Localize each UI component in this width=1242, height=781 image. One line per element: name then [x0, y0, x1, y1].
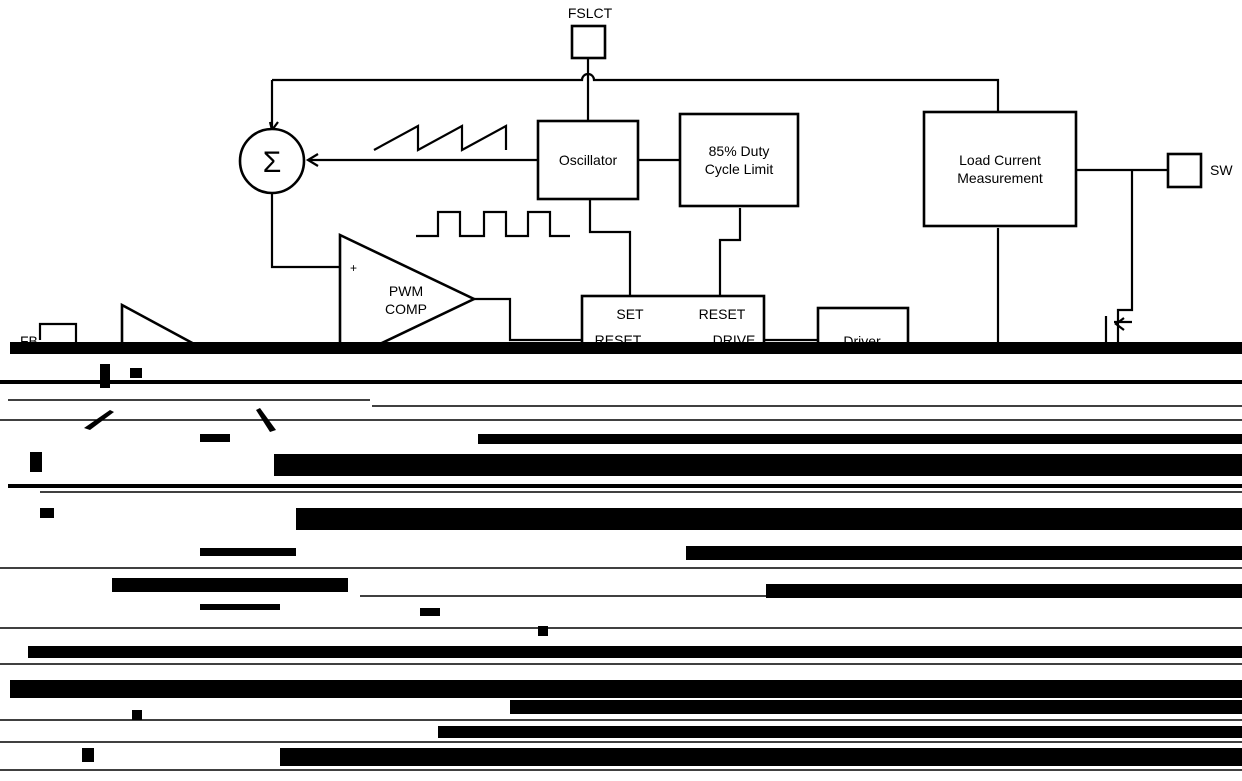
fslct-pin: FSLCT — [568, 5, 613, 60]
sawtooth-waveform — [373, 124, 508, 152]
duty-to-reset-wire — [718, 208, 742, 296]
sw-to-fet-wire — [1116, 170, 1134, 345]
summer-to-pwm-wire — [270, 192, 340, 269]
summer-symbol: Σ — [263, 146, 282, 179]
duty-cycle-limit-block: 85% Duty Cycle Limit — [678, 112, 800, 208]
load-current-measurement-block: Load Current Measurement — [922, 110, 1078, 228]
summer-block: Σ — [238, 127, 306, 195]
pwm-comparator: + PWM COMP — [338, 232, 478, 366]
load-current-line2: Measurement — [957, 170, 1043, 186]
pwm-line1: PWM — [389, 283, 423, 299]
signal-wires — [268, 58, 1168, 345]
fslct-bus-wire — [272, 72, 1000, 112]
load-current-line1: Load Current — [959, 152, 1041, 168]
latch-reset-label: RESET — [699, 306, 746, 322]
oscillator-block: Oscillator — [536, 119, 640, 201]
fslct-label: FSLCT — [568, 5, 613, 21]
duty-limit-line2: Cycle Limit — [705, 161, 774, 177]
sw-label: SW — [1210, 162, 1233, 178]
pwm-plus-sign: + — [350, 261, 357, 275]
oscillator-label: Oscillator — [559, 152, 618, 168]
summer-side-arrow — [305, 153, 319, 167]
pwm-to-latch-wire — [474, 297, 582, 342]
square-waveform — [416, 210, 570, 238]
duty-limit-line1: 85% Duty — [709, 143, 770, 159]
latch-set-label: SET — [616, 306, 644, 322]
sw-pin: SW — [1166, 152, 1233, 189]
mosfet-symbol — [1104, 316, 1132, 345]
pwm-line2: COMP — [385, 301, 427, 317]
corrupted-region — [0, 342, 1242, 776]
oscillator-to-set-wire — [588, 200, 632, 296]
